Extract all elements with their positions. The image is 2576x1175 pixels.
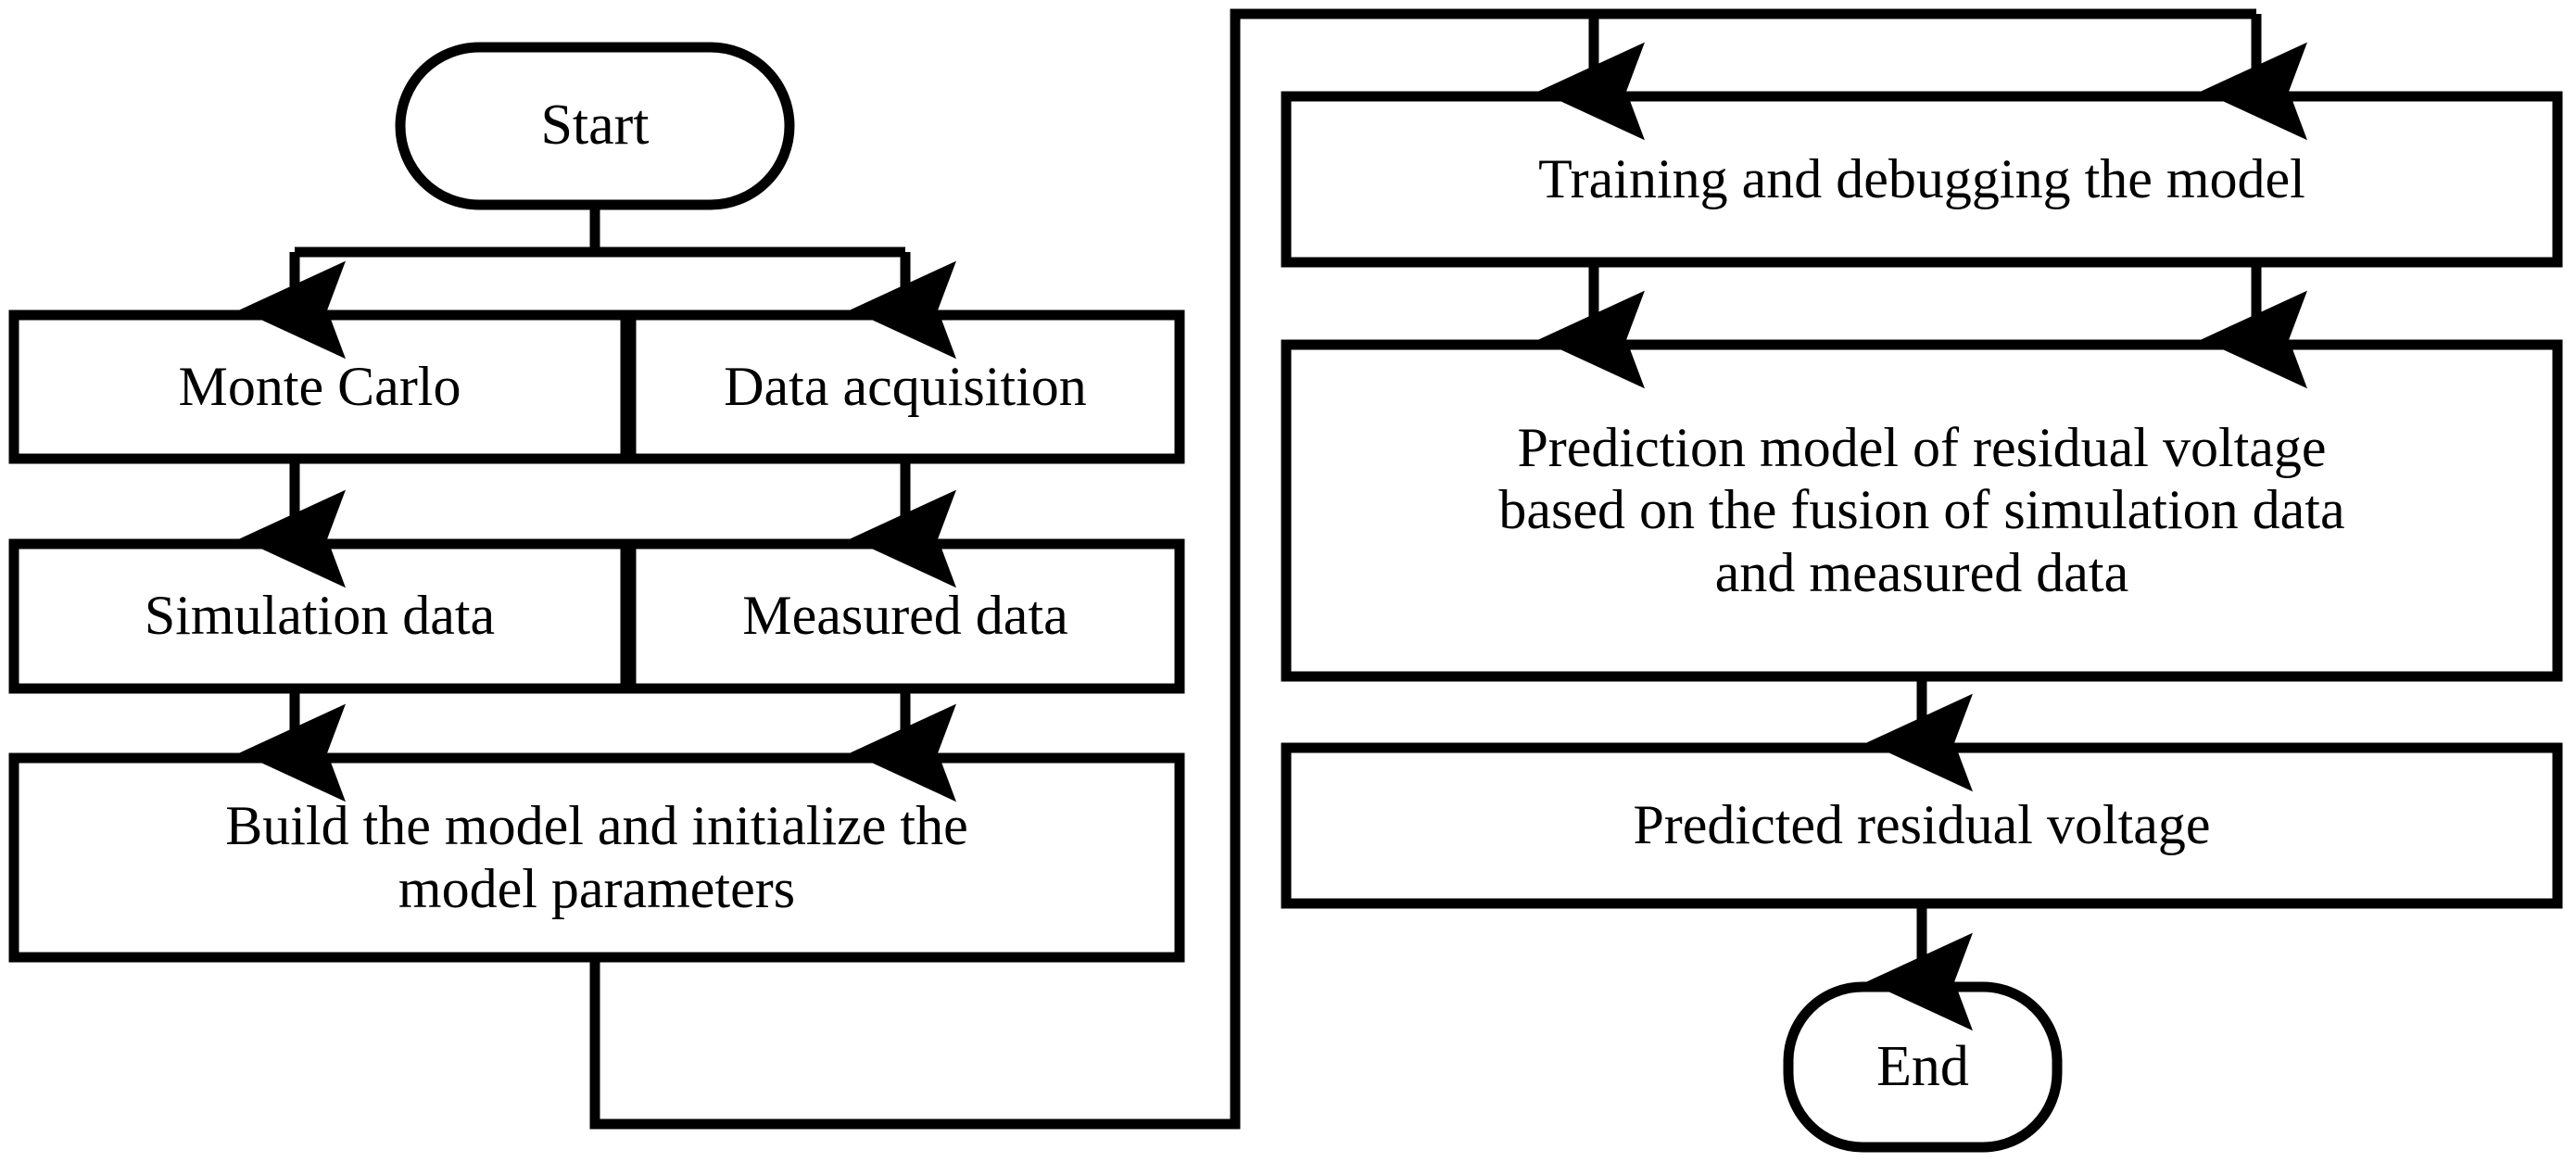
node-predicted-voltage-shape[interactable]	[1281, 742, 2563, 909]
node-training-shape[interactable]	[1281, 91, 2563, 268]
node-measured-data-shape[interactable]	[625, 538, 1185, 694]
node-data-acquisition-shape[interactable]	[625, 310, 1185, 464]
node-end-shape[interactable]	[1783, 981, 2063, 1153]
node-prediction-model-shape[interactable]	[1281, 339, 2563, 682]
node-build-model-shape[interactable]	[8, 752, 1185, 963]
node-monte-carlo-shape[interactable]	[8, 310, 631, 464]
node-start-shape[interactable]	[395, 42, 795, 210]
node-simulation-data-shape[interactable]	[8, 538, 631, 694]
edge-build-model-feedback-path	[589, 8, 2256, 1130]
